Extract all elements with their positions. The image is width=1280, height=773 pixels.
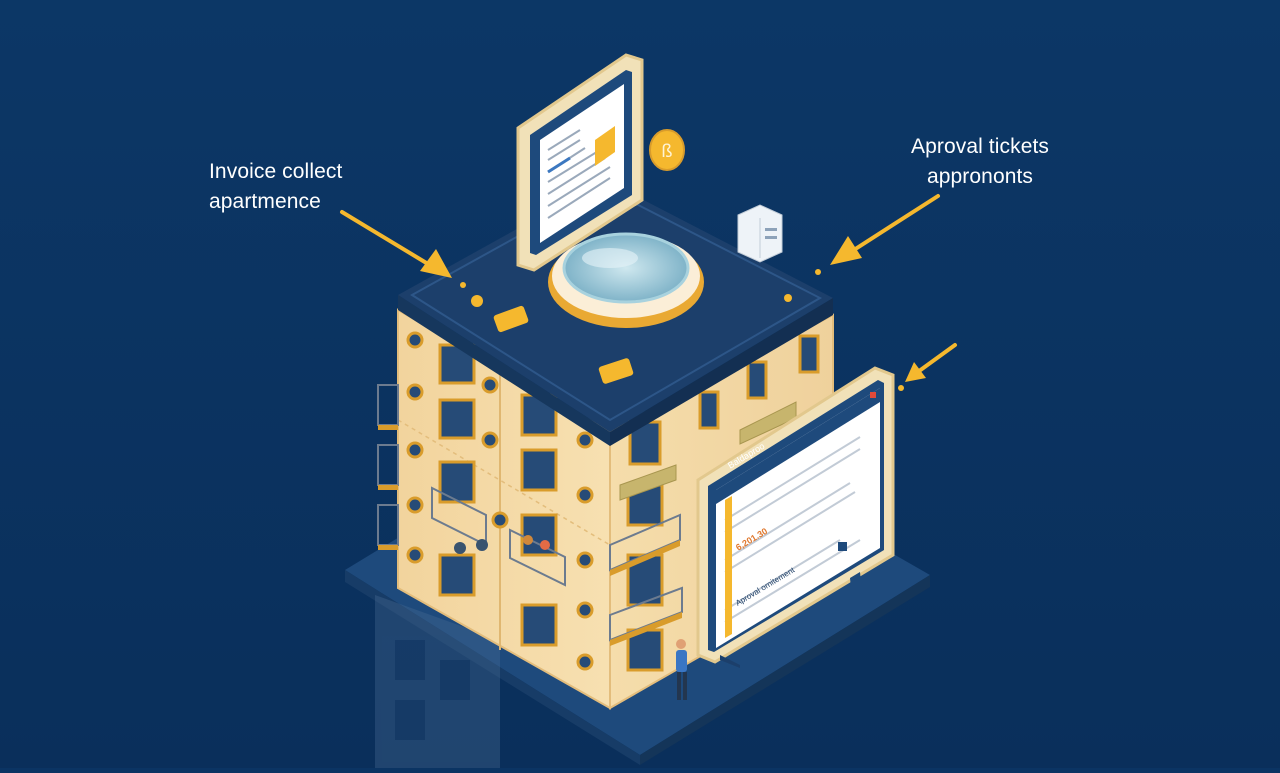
arrow-left-icon: [340, 210, 452, 278]
arrow-right-top-icon: [830, 194, 940, 265]
left-windows: [438, 343, 558, 647]
server-box-icon: [737, 204, 783, 263]
invoice-document-panel: [516, 53, 644, 272]
callout-invoice: Invoice collect apartmence: [209, 157, 342, 217]
building: [377, 308, 834, 710]
callout-invoice-line1: Invoice collect: [209, 160, 343, 183]
porthole-windows: [406, 331, 594, 671]
arrow-right-bottom-icon: [898, 343, 957, 391]
coin-icon: ß: [649, 129, 685, 171]
callout-approval: Aproval tickets apprononts: [880, 132, 1080, 192]
balcony-floors: [378, 425, 682, 646]
person-figure: [676, 639, 687, 700]
approval-tablet: [696, 366, 895, 668]
svg-text:ß: ß: [662, 141, 673, 161]
callout-approval-line2: apprononts: [926, 165, 1034, 188]
callout-invoice-line2: apartmence: [209, 190, 321, 213]
building-reflection: [375, 595, 500, 768]
callout-approval-line1: Aproval tickets: [910, 135, 1050, 158]
roof: [398, 180, 833, 446]
